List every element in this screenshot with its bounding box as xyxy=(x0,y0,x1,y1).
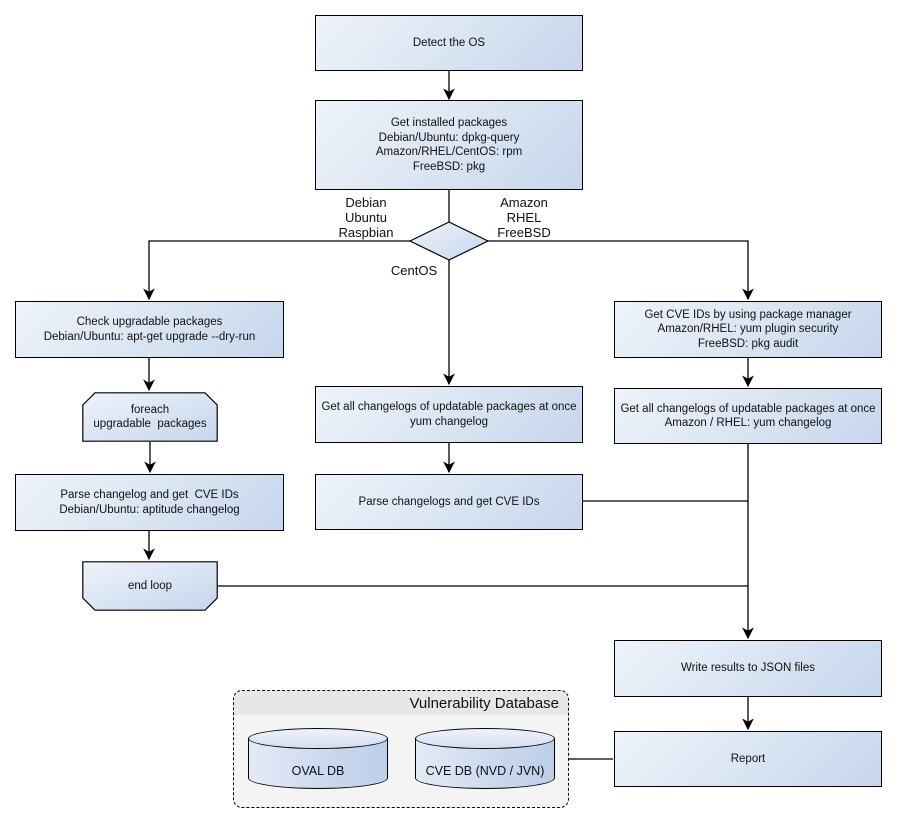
cylinder-top-ellipse xyxy=(415,728,555,749)
node-end-loop: end loop xyxy=(82,561,218,611)
cylinder-top-ellipse xyxy=(248,728,388,749)
vulnerability-database-title: Vulnerability Database xyxy=(409,694,559,712)
loop-end-text: end loop xyxy=(128,579,172,594)
branch-label-line: Raspbian xyxy=(338,225,394,240)
loop-begin-shape xyxy=(82,392,218,442)
node-parse-changelog-debian: Parse changelog and get CVE IDs Debian/U… xyxy=(15,474,284,531)
node-label: Report xyxy=(730,752,766,765)
node-check-upgradable-packages: Check upgradable packages Debian/Ubuntu:… xyxy=(15,301,284,358)
node-label: end loop xyxy=(127,579,173,592)
node-label: FreeBSD: pkg xyxy=(412,160,486,173)
branch-label-line: RHEL xyxy=(506,210,542,225)
loop-end-shape xyxy=(82,561,218,611)
node-get-changelogs-amazon: Get all changelogs of updatable packages… xyxy=(614,388,882,444)
cylinder-cve-db: CVE DB (NVD / JVN) xyxy=(415,728,555,789)
node-foreach-loop: foreach upgradable packages xyxy=(82,392,218,442)
node-label: Get installed packages xyxy=(390,117,508,129)
node-label: FreeBSD: pkg audit xyxy=(697,337,799,350)
edge-decision-to-get-cve xyxy=(488,240,754,301)
node-label: Get all changelogs of updatable packages… xyxy=(620,402,876,415)
loop-begin-text: foreach upgradable packages xyxy=(93,403,206,432)
node-label: Detect the OS xyxy=(412,36,486,49)
node-get-changelogs-centos: Get all changelogs of updatable packages… xyxy=(315,386,583,443)
node-label: Amazon / RHEL: yum changelog xyxy=(664,417,832,429)
branch-label-line: Debian xyxy=(345,195,387,210)
node-get-installed-packages: Get installed packages Debian/Ubuntu: dp… xyxy=(315,100,583,190)
branch-label-centos: CentOS xyxy=(364,263,464,278)
branch-label-line: Ubuntu xyxy=(345,210,387,225)
node-parse-changelogs-centos: Parse changelogs and get CVE IDs xyxy=(315,474,583,530)
branch-label-line: CentOS xyxy=(390,263,438,278)
node-label: Get CVE IDs by using package manager xyxy=(644,308,852,321)
branch-label-debian: Debian Ubuntu Raspbian xyxy=(316,195,416,240)
node-label: Parse changelogs and get CVE IDs xyxy=(358,495,540,508)
branch-label-amazon: Amazon RHEL FreeBSD xyxy=(474,195,574,240)
cylinder-label: OVAL DB xyxy=(291,763,345,778)
node-label: Write results to JSON files xyxy=(681,662,815,675)
node-label: Get all changelogs of updatable packages… xyxy=(321,401,577,413)
branch-label-line: Amazon xyxy=(500,195,548,210)
branch-label-line: FreeBSD xyxy=(497,225,551,240)
node-label: foreach xyxy=(130,403,170,416)
node-detect-os: Detect the OS xyxy=(315,15,583,71)
vulnerability-database-header: Vulnerability Database xyxy=(234,691,568,715)
node-label: Check upgradable packages xyxy=(76,316,223,328)
node-label: yum changelog xyxy=(410,415,488,428)
node-get-cve-ids-pkg-manager: Get CVE IDs by using package manager Ama… xyxy=(614,301,882,358)
cylinder-label: CVE DB (NVD / JVN) xyxy=(425,763,545,778)
node-write-results-json: Write results to JSON files xyxy=(614,640,882,697)
node-label: upgradable packages xyxy=(93,418,207,430)
node-label: Amazon/RHEL: yum plugin security xyxy=(657,323,839,336)
node-label: Amazon/RHEL/CentOS: rpm xyxy=(375,146,523,158)
node-label: Debian/Ubuntu: apt-get upgrade --dry-run xyxy=(43,330,256,343)
node-report: Report xyxy=(614,731,882,787)
cylinder-oval-db: OVAL DB xyxy=(248,728,388,789)
node-label: Debian/Ubuntu: aptitude changelog xyxy=(59,503,240,516)
node-label: Debian/Ubuntu: dpkg-query xyxy=(378,131,520,144)
node-label: Parse changelog and get CVE IDs xyxy=(60,489,239,501)
